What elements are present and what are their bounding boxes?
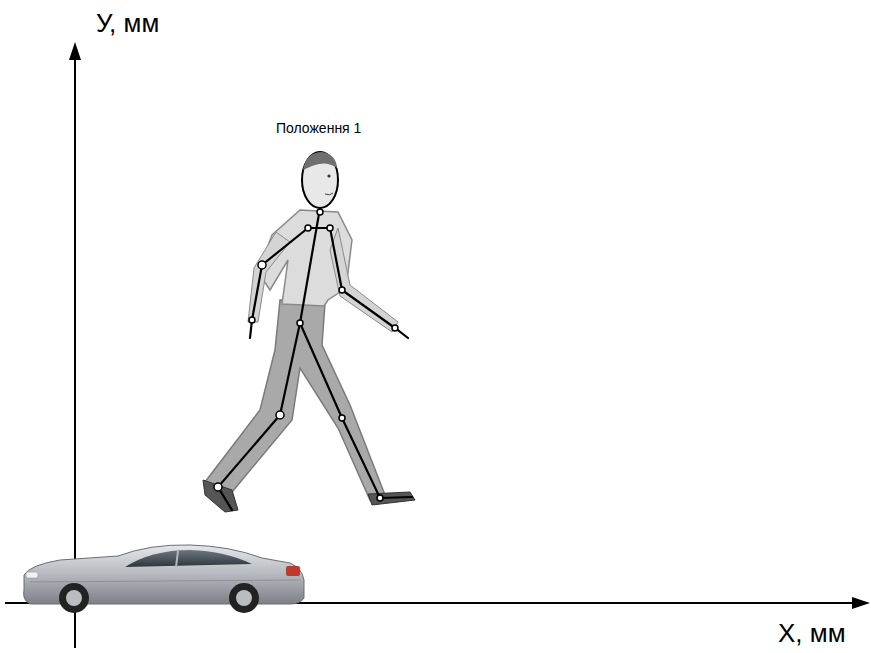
axis-label: У, мм (96, 8, 159, 39)
skeleton-joints (214, 209, 398, 501)
axes (5, 48, 866, 648)
car (24, 545, 304, 613)
axis-arrow (852, 597, 870, 609)
axis-arrow (69, 42, 81, 60)
skeleton-lines (218, 208, 412, 510)
position-label: Положення 1 (276, 120, 361, 136)
pedestrian-figure (203, 152, 415, 512)
axis-label: Х, мм (778, 618, 846, 649)
